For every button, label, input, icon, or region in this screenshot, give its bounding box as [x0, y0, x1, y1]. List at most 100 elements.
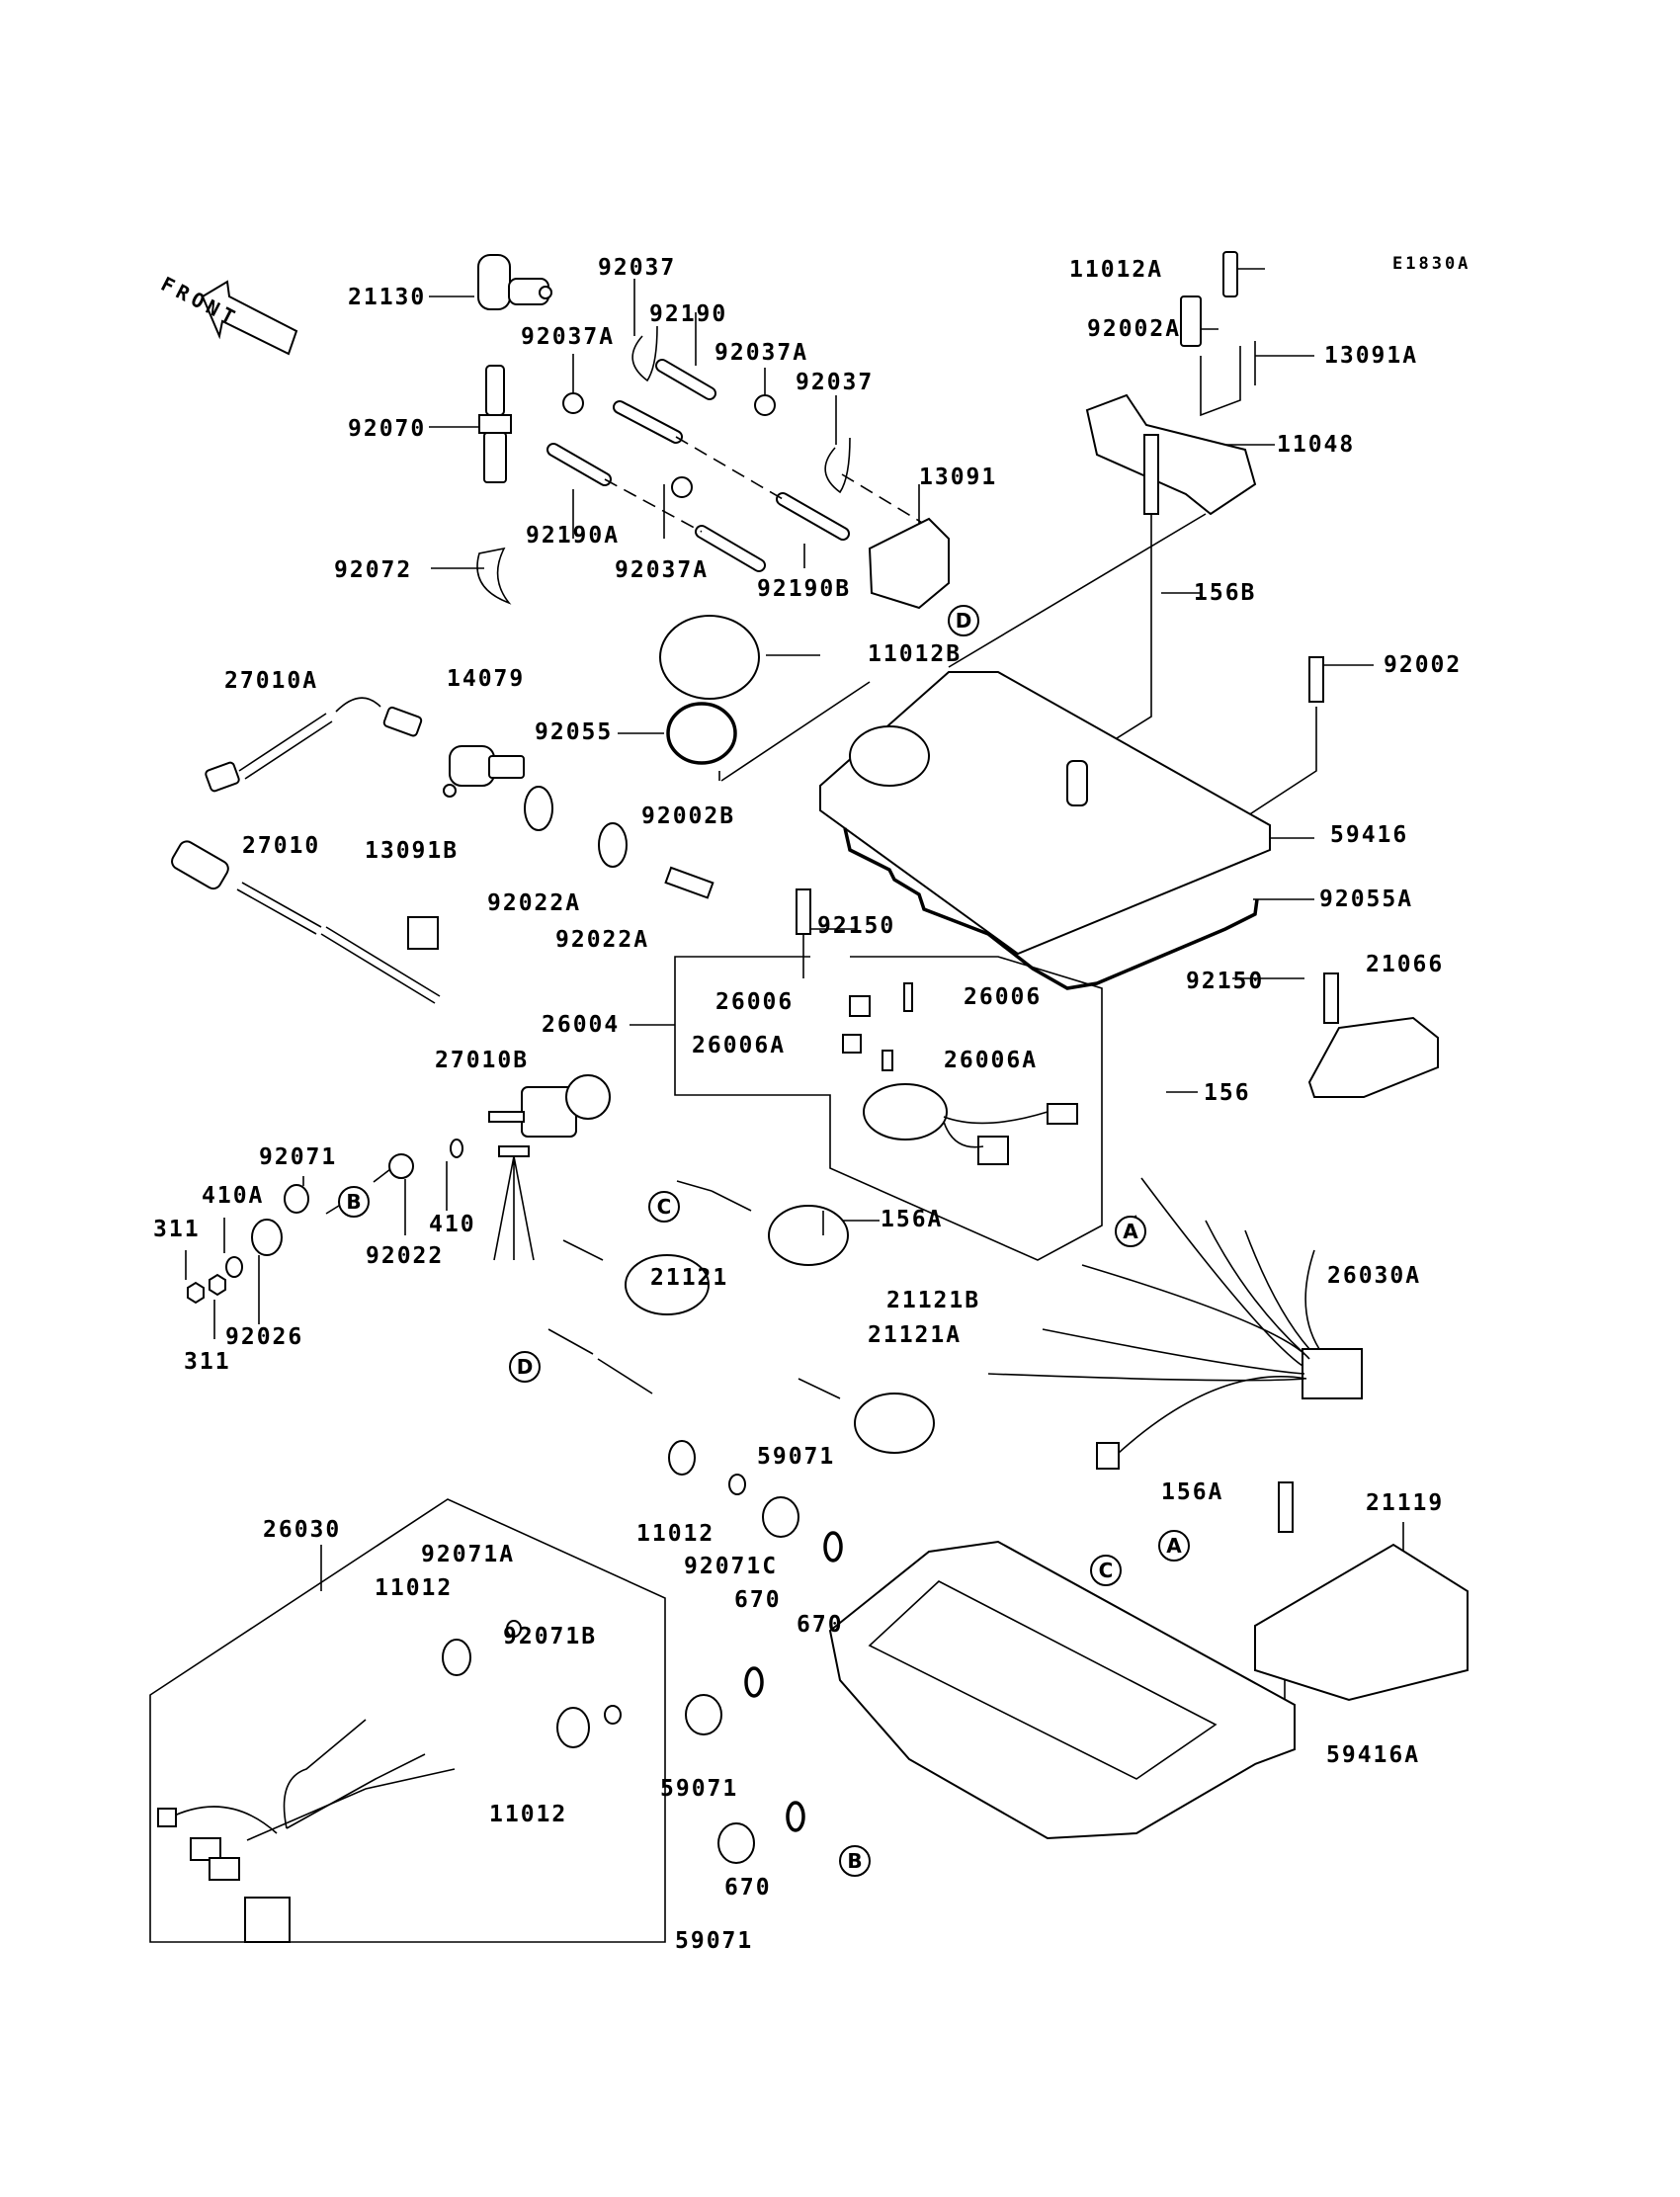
- callout-92190: 92190: [649, 301, 728, 327]
- callout-59071: 59071: [675, 1928, 754, 1954]
- case-59416A: [828, 1540, 1296, 1840]
- callout-92055A: 92055A: [1319, 887, 1414, 912]
- callout-92022: 92022: [366, 1243, 445, 1269]
- callout-26030A: 26030A: [1327, 1263, 1422, 1289]
- callout-92026: 92026: [225, 1324, 304, 1350]
- fitting-59071: [762, 1496, 799, 1538]
- callout-21121B: 21121B: [886, 1288, 981, 1313]
- callout-14079: 14079: [447, 666, 526, 692]
- callout-670: 670: [724, 1875, 772, 1901]
- callout-21121A: 21121A: [868, 1322, 963, 1348]
- module-21119: [1254, 1543, 1469, 1702]
- grommet-92071: [284, 1184, 309, 1214]
- callout-26004: 26004: [542, 1012, 621, 1038]
- washer-92022A-2: [598, 822, 628, 868]
- grommet-11012: [668, 1440, 696, 1476]
- callout-92071C: 92071C: [684, 1554, 779, 1579]
- case-59416: [819, 671, 1271, 956]
- callout-26006: 26006: [964, 984, 1043, 1010]
- callout-670: 670: [734, 1587, 782, 1613]
- spark-plug: [478, 365, 512, 483]
- callout-92150: 92150: [817, 913, 896, 939]
- callout-156A: 156A: [1161, 1479, 1224, 1505]
- bracket-26004: [674, 956, 1103, 1261]
- callout-11012: 11012: [375, 1575, 454, 1601]
- callout-92071B: 92071B: [503, 1624, 598, 1649]
- callout-670: 670: [797, 1612, 844, 1638]
- diagram-code: E1830A: [1392, 254, 1471, 274]
- callout-26030: 26030: [263, 1517, 342, 1543]
- callout-59071: 59071: [660, 1776, 739, 1802]
- module-21066: [1307, 1016, 1439, 1098]
- callout-156B: 156B: [1194, 580, 1257, 606]
- bracket-11048: [1085, 251, 1257, 516]
- callout-27010: 27010: [242, 833, 321, 859]
- washer-410A: [225, 1256, 243, 1278]
- leader-lines: [429, 268, 1404, 1720]
- callout-92022A: 92022A: [487, 890, 582, 916]
- callout-11048: 11048: [1277, 432, 1356, 458]
- ref-marker-a: A: [1158, 1530, 1190, 1562]
- ref-marker-b: B: [338, 1186, 370, 1218]
- callout-92055: 92055: [535, 719, 614, 745]
- seal-92026: [251, 1219, 283, 1256]
- callout-13091: 13091: [919, 465, 998, 490]
- callout-92037A: 92037A: [615, 557, 710, 583]
- callout-92037A: 92037A: [714, 340, 809, 366]
- harness-26030A: [987, 1177, 1363, 1470]
- o-ring-92055: [666, 702, 737, 765]
- washer-92022: [388, 1153, 414, 1179]
- kit-outline-26030: [149, 1498, 666, 1943]
- fuses: [842, 982, 1078, 1165]
- callout-311: 311: [153, 1217, 201, 1242]
- callout-59416A: 59416A: [1326, 1742, 1421, 1768]
- nut-311-2: [209, 1273, 226, 1297]
- sensor-27010A: [205, 697, 423, 793]
- ignition-coils: [547, 1180, 935, 1454]
- bolt-92002B: [664, 866, 714, 899]
- callout-59416: 59416: [1330, 822, 1409, 848]
- block-13091B: [407, 916, 439, 950]
- ref-marker-c: C: [648, 1191, 680, 1223]
- callout-92037A: 92037A: [521, 324, 616, 350]
- callout-92002: 92002: [1384, 652, 1463, 678]
- fitting-59071-3: [717, 1822, 755, 1864]
- spark-plug-cap: [477, 254, 552, 310]
- callout-13091B: 13091B: [365, 838, 460, 864]
- ref-marker-d: D: [509, 1351, 541, 1383]
- front-arrow-icon: [201, 280, 298, 356]
- callout-92071: 92071: [259, 1144, 338, 1170]
- cap-11012B: [659, 615, 760, 700]
- nut-311: [187, 1281, 205, 1305]
- callout-410A: 410A: [202, 1183, 265, 1209]
- callout-27010A: 27010A: [224, 668, 319, 694]
- ref-marker-c: C: [1090, 1555, 1122, 1586]
- callout-92071A: 92071A: [421, 1542, 516, 1567]
- callout-92002A: 92002A: [1087, 316, 1182, 342]
- callout-92037: 92037: [598, 255, 677, 281]
- callout-26006A: 26006A: [692, 1033, 787, 1058]
- sensor-27010: [171, 840, 441, 1004]
- bolt-92002: [1308, 656, 1324, 703]
- solenoid-27010B: [488, 1074, 611, 1261]
- callout-59071: 59071: [757, 1444, 836, 1470]
- washer-410: [450, 1139, 463, 1158]
- callout-26006A: 26006A: [944, 1048, 1039, 1073]
- callout-21119: 21119: [1366, 1490, 1445, 1516]
- callout-21066: 21066: [1366, 952, 1445, 977]
- callout-92070: 92070: [348, 416, 427, 442]
- ref-marker-d: D: [948, 605, 979, 636]
- callout-156A: 156A: [881, 1207, 944, 1232]
- callout-21121: 21121: [650, 1265, 729, 1291]
- fitting-59071-2: [685, 1694, 722, 1735]
- callout-410: 410: [429, 1212, 476, 1237]
- o-ring-670-2: [744, 1666, 764, 1698]
- washer-92022A: [524, 786, 553, 831]
- callout-92150: 92150: [1186, 969, 1265, 994]
- callout-21130: 21130: [348, 285, 427, 310]
- callout-92037: 92037: [796, 370, 875, 395]
- callout-92190A: 92190A: [526, 523, 621, 549]
- sensor-14079: [443, 745, 525, 798]
